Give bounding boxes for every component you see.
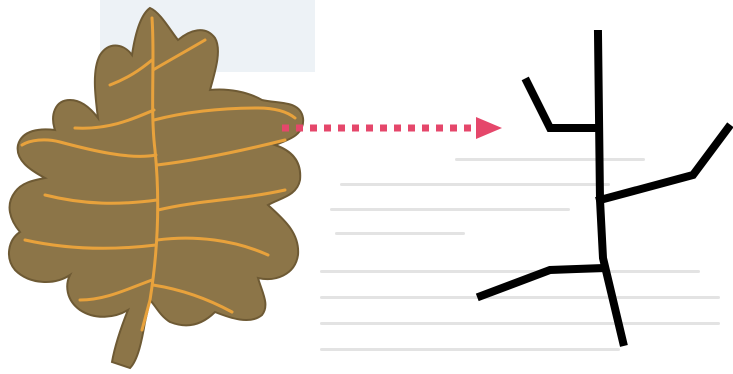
dotted-arrow: [282, 117, 502, 139]
skeleton-upper-left-branch: [527, 82, 599, 128]
arrow-head: [476, 117, 502, 139]
skeleton-main-stem: [598, 34, 623, 342]
vein-skeleton-drawing: [481, 34, 728, 342]
leaf-illustration: [9, 8, 303, 368]
skeleton-lower-left-branch: [481, 268, 603, 296]
skeleton-right-branch: [600, 128, 728, 200]
